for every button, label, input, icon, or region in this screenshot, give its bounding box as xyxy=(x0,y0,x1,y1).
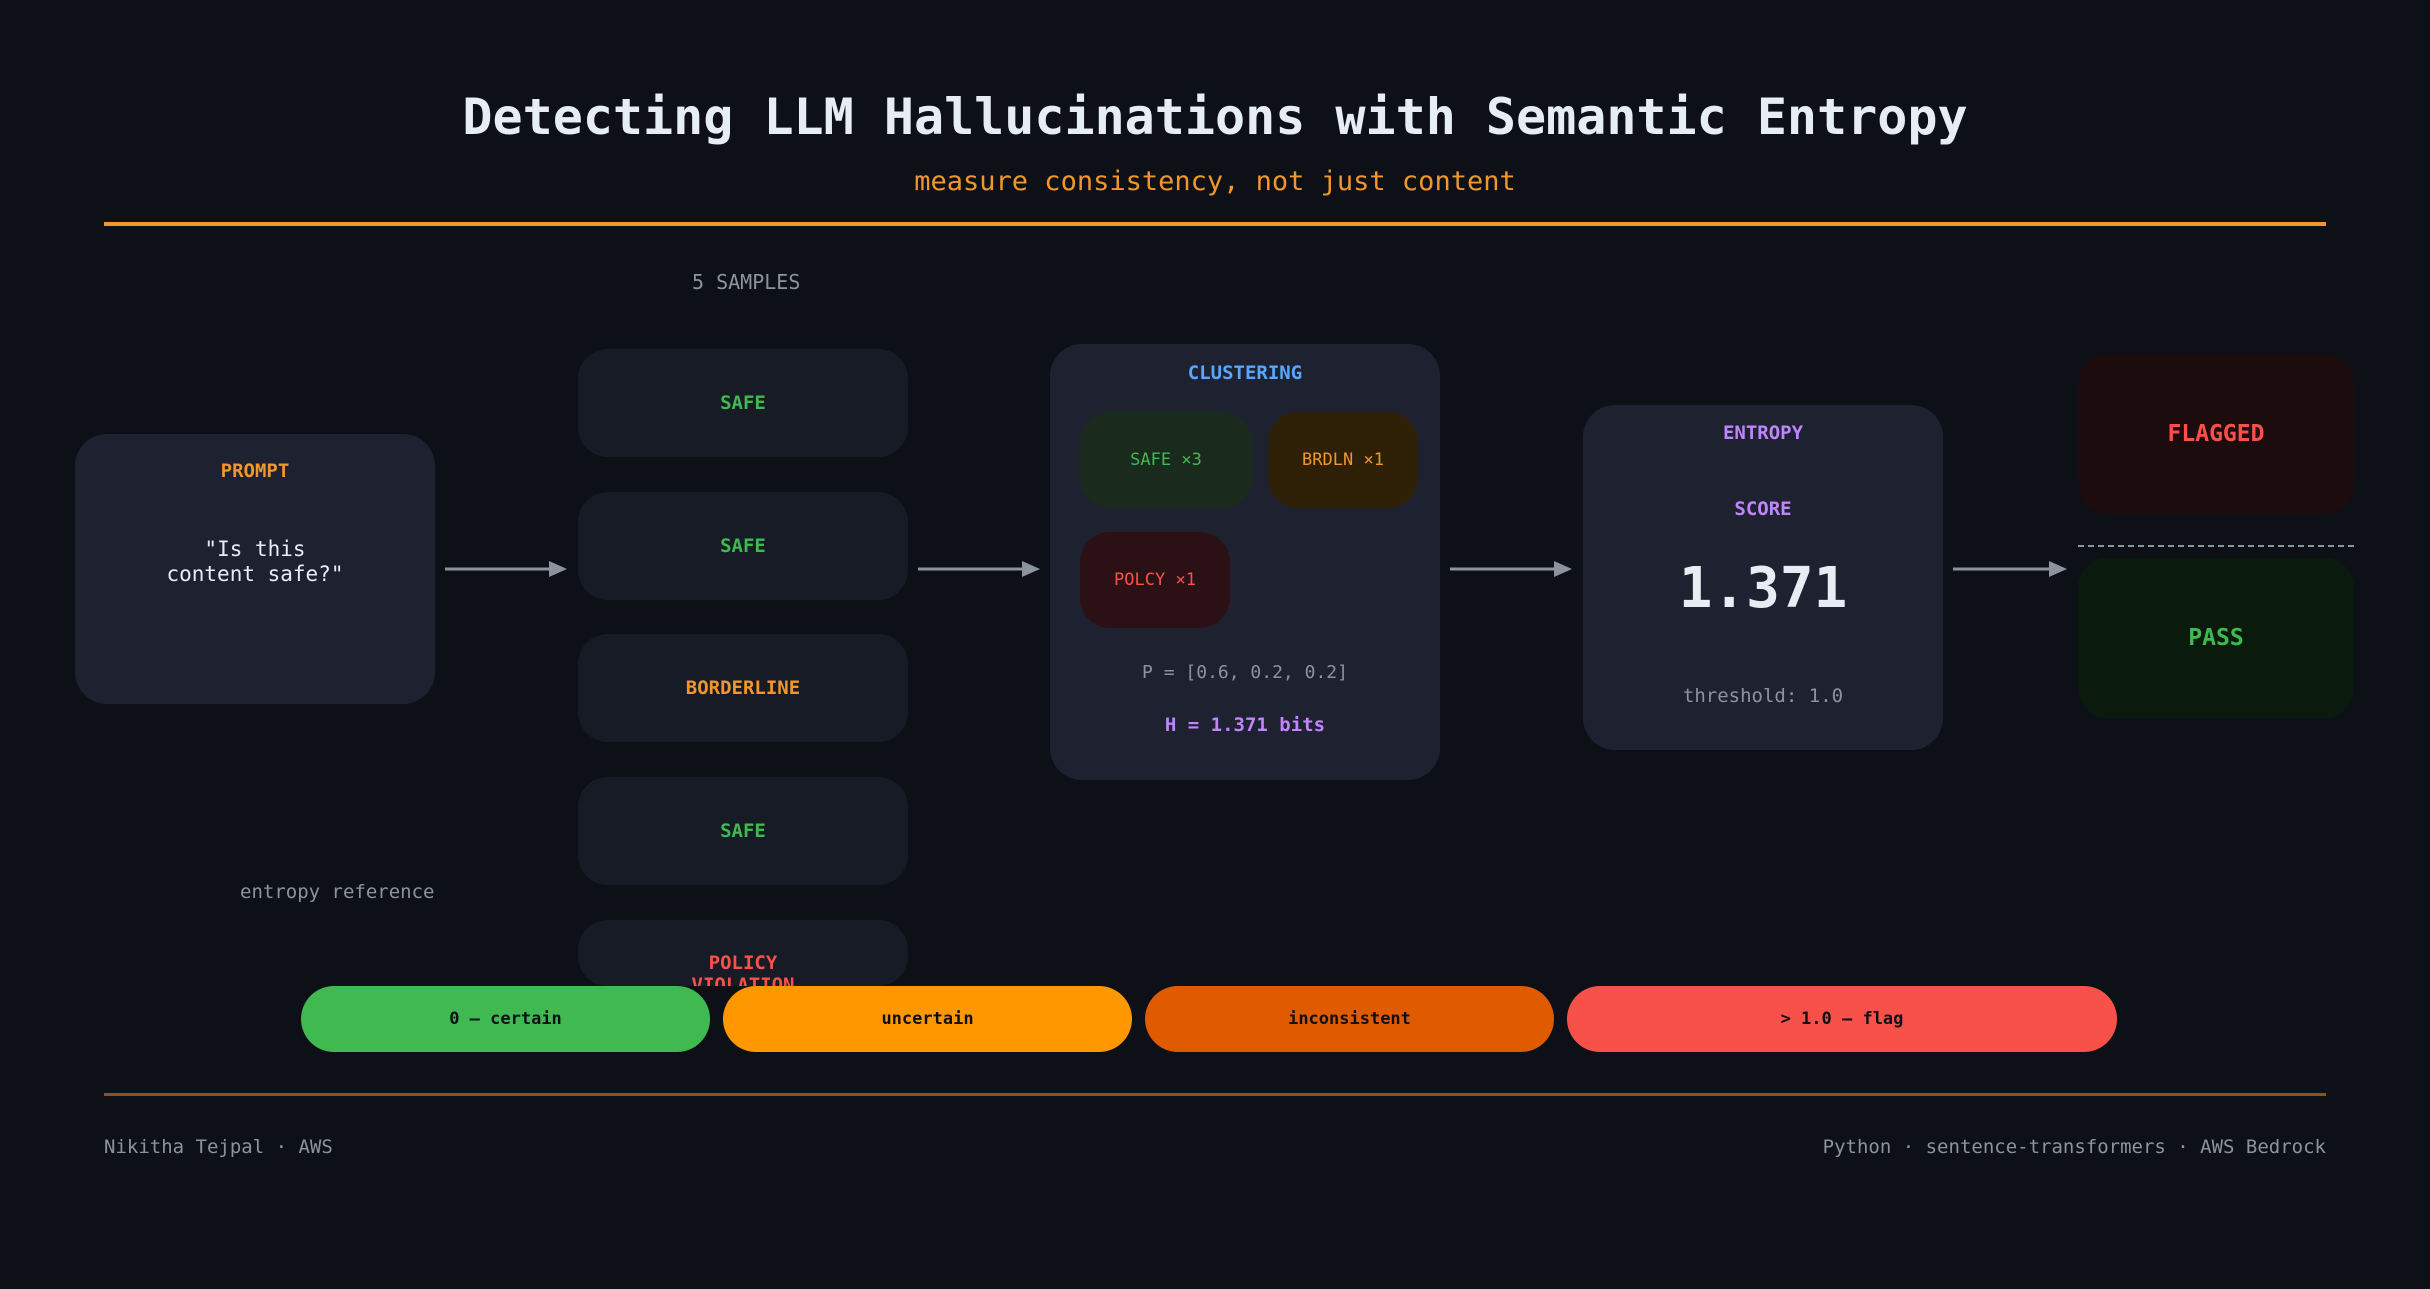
page-subtitle: measure consistency, not just content xyxy=(914,166,1516,197)
arrow-clustering-to-entropy xyxy=(1450,559,1572,579)
sample-box-3: BORDERLINE xyxy=(578,634,908,742)
page-title: Detecting LLM Hallucinations with Semant… xyxy=(462,88,1968,146)
arrow-samples-to-clustering xyxy=(918,559,1040,579)
entropy-reference-label: entropy reference xyxy=(240,881,435,903)
footer-author: Nikitha Tejpal · AWS xyxy=(104,1136,333,1158)
score-label: SCORE xyxy=(1734,498,1792,520)
cluster-pill-safe: SAFE ×3 xyxy=(1080,412,1252,508)
sample-box-1: SAFE xyxy=(578,349,908,457)
prompt-card xyxy=(75,434,435,704)
sample-box-4: SAFE xyxy=(578,777,908,885)
cluster-pill-borderline: BRDLN ×1 xyxy=(1268,412,1418,508)
clustering-title: CLUSTERING xyxy=(1187,362,1303,384)
samples-label: 5 SAMPLES xyxy=(692,270,801,294)
arrow-prompt-to-samples xyxy=(445,559,567,579)
legend-flag: > 1.0 — flag xyxy=(1567,986,2117,1052)
legend-uncertain: uncertain xyxy=(723,986,1132,1052)
prompt-label: PROMPT xyxy=(220,460,290,482)
flagged-box: FLAGGED xyxy=(2078,354,2354,514)
entropy-score-card xyxy=(1583,405,1943,750)
threshold-text: threshold: 1.0 xyxy=(1682,685,1844,707)
sample-box-2: SAFE xyxy=(578,492,908,600)
cluster-pill-policy: POLCY ×1 xyxy=(1080,532,1230,628)
legend-certain: 0 — certain xyxy=(301,986,710,1052)
top-divider xyxy=(104,222,2326,226)
arrow-entropy-to-outcome xyxy=(1953,559,2067,579)
prompt-text: "Is this content safe?" xyxy=(166,537,344,586)
pass-box: PASS xyxy=(2078,558,2354,718)
legend-inconsistent: inconsistent xyxy=(1145,986,1554,1052)
entropy-label: ENTROPY xyxy=(1722,422,1804,444)
entropy-formula-result: H = 1.371 bits xyxy=(1164,714,1326,736)
threshold-dashed-line xyxy=(2078,545,2354,547)
bottom-divider xyxy=(104,1093,2326,1096)
sample-box-5: POLICY VIOLATION xyxy=(578,920,908,986)
entropy-score-value: 1.371 xyxy=(1678,556,1848,621)
footer-tech-stack: Python · sentence-transformers · AWS Bed… xyxy=(1822,1136,2326,1158)
probability-vector: P = [0.6, 0.2, 0.2] xyxy=(1142,662,1348,683)
